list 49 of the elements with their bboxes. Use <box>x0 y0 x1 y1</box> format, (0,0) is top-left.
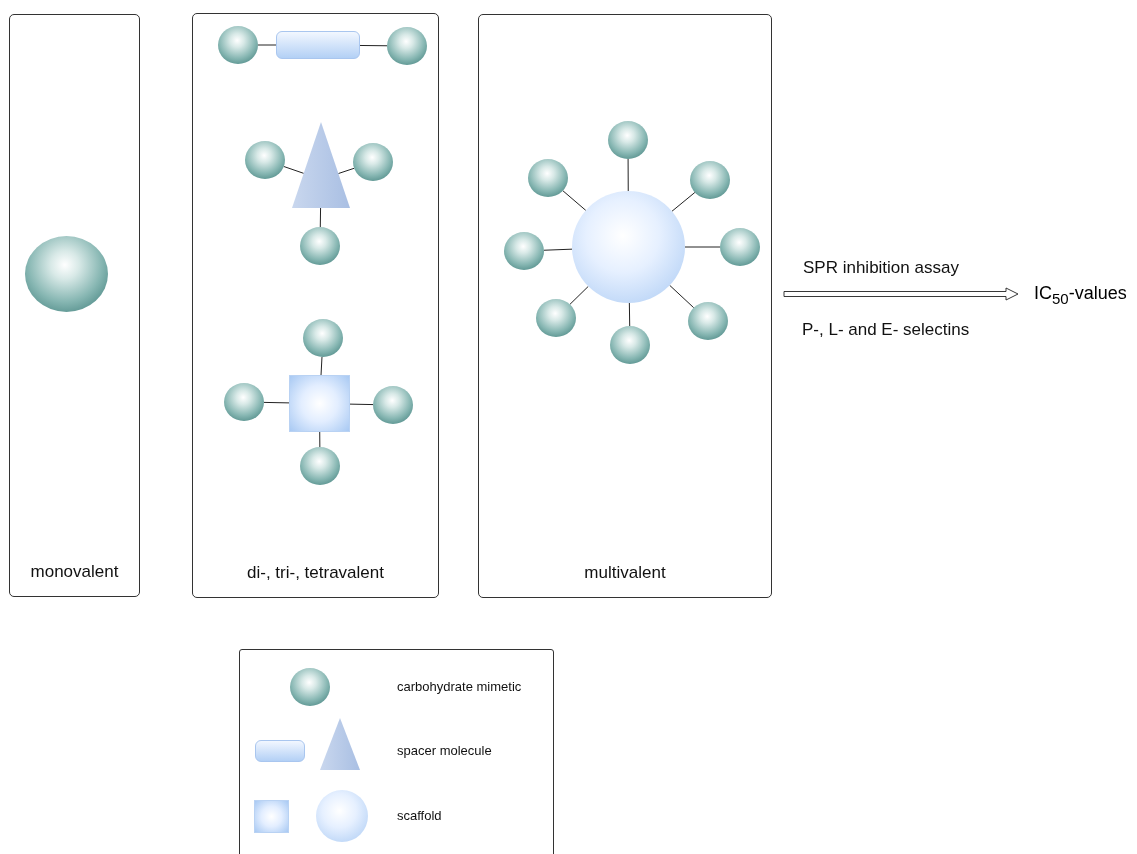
connector-line <box>562 190 587 211</box>
legend-text: scaffold <box>397 808 442 823</box>
carbohydrate-sphere <box>218 26 258 64</box>
connector-line <box>627 158 629 192</box>
panel-label: monovalent <box>29 562 120 582</box>
carbohydrate-sphere <box>528 159 568 197</box>
panel <box>9 14 140 597</box>
hollow-arrow <box>783 287 1019 301</box>
connector-line <box>319 207 322 228</box>
connector-line <box>569 285 589 305</box>
carbohydrate-sphere <box>690 161 730 199</box>
panel-label: multivalent <box>583 563 667 583</box>
carbohydrate-sphere <box>245 141 285 179</box>
connector-line <box>684 246 721 248</box>
panel <box>192 13 439 598</box>
connector-line <box>628 302 631 327</box>
carbohydrate-sphere <box>610 326 650 364</box>
result-text: IC$_{50}$-values <box>1034 283 1134 307</box>
carbohydrate-sphere <box>608 121 648 159</box>
connector-line <box>283 166 305 174</box>
scaffold-square <box>289 375 350 432</box>
carbohydrate-sphere <box>720 228 760 266</box>
panel-label: di-, tri-, tetravalent <box>246 563 385 583</box>
carbohydrate-sphere <box>688 302 728 340</box>
panel <box>478 14 772 598</box>
connector-line <box>543 248 573 251</box>
legend-text: spacer molecule <box>397 743 492 758</box>
connector-line <box>359 44 388 47</box>
carbohydrate-sphere <box>224 383 264 421</box>
edge-label: SPR inhibition assay <box>803 258 959 278</box>
legend-text: carbohydrate mimetic <box>397 679 522 694</box>
connector-line <box>337 167 355 175</box>
carbohydrate-sphere <box>300 227 340 265</box>
connector-line <box>263 401 290 404</box>
arrow-note: P-, L- and E- selectins <box>802 320 970 340</box>
connector-line <box>349 403 374 406</box>
carbohydrate-sphere <box>504 232 544 270</box>
carbohydrate-sphere <box>353 143 393 181</box>
connector-line <box>320 356 323 376</box>
connector-line <box>257 44 277 46</box>
connector-line <box>671 191 696 212</box>
carbohydrate-sphere <box>387 27 427 65</box>
connector-line <box>319 431 321 448</box>
carbohydrate-sphere <box>303 319 343 357</box>
connector-line <box>669 284 695 309</box>
spacer-bar <box>276 31 360 59</box>
carbohydrate-sphere <box>373 386 413 424</box>
carbohydrate-sphere <box>300 447 340 485</box>
carbohydrate-sphere <box>536 299 576 337</box>
